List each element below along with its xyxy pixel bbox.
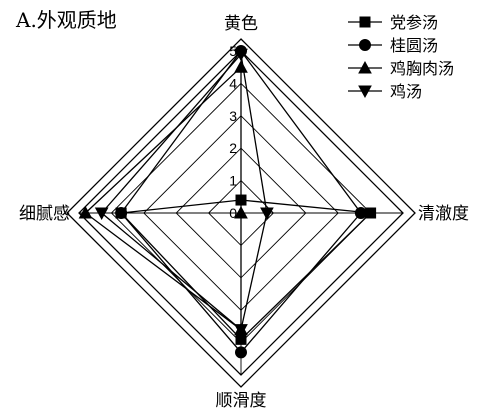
tick-labels: 0 1 2 3 4 5 [229,43,237,221]
data-point [235,346,247,359]
tick-label: 1 [229,173,237,189]
legend-label: 鸡汤 [390,82,422,101]
tick-label: 2 [229,140,237,156]
data-point [260,207,274,221]
legend-marker [358,85,372,99]
axis-label-right: 清澈度 [418,204,469,224]
outer-frame [66,38,416,388]
legend-item: 鸡汤 [348,82,422,101]
legend: 党参汤 桂圆汤 鸡胸肉汤 鸡汤 [348,13,454,101]
axis-label-top: 黄色 [224,14,258,34]
data-point [78,205,93,219]
axis-label-left: 细腻感 [19,204,70,224]
legend-label: 党参汤 [390,13,438,32]
legend-marker [359,39,371,51]
tick-label: 4 [229,75,237,91]
tick-label: 5 [229,43,237,59]
series-3 [94,48,274,337]
legend-label: 桂圆汤 [390,36,438,55]
data-point [234,60,248,73]
tick-label: 0 [229,205,237,221]
tick-label: 3 [229,108,237,124]
legend-label: 鸡胸肉汤 [390,59,454,78]
data-point [234,48,248,62]
data-point [115,207,128,219]
data-point [354,207,367,219]
data-point [234,205,248,219]
legend-item: 党参汤 [348,13,438,32]
legend-marker [359,16,371,28]
chart-title: A.外观质地 [15,8,117,32]
data-point [234,324,248,337]
series-line [119,199,373,341]
series-layer [78,45,377,359]
legend-marker [358,60,372,74]
data-point [94,207,109,221]
legend-item: 桂圆汤 [348,36,438,55]
axis-label-bottom: 顺滑度 [216,391,267,411]
legend-item: 鸡胸肉汤 [348,59,454,78]
data-point [365,207,377,219]
